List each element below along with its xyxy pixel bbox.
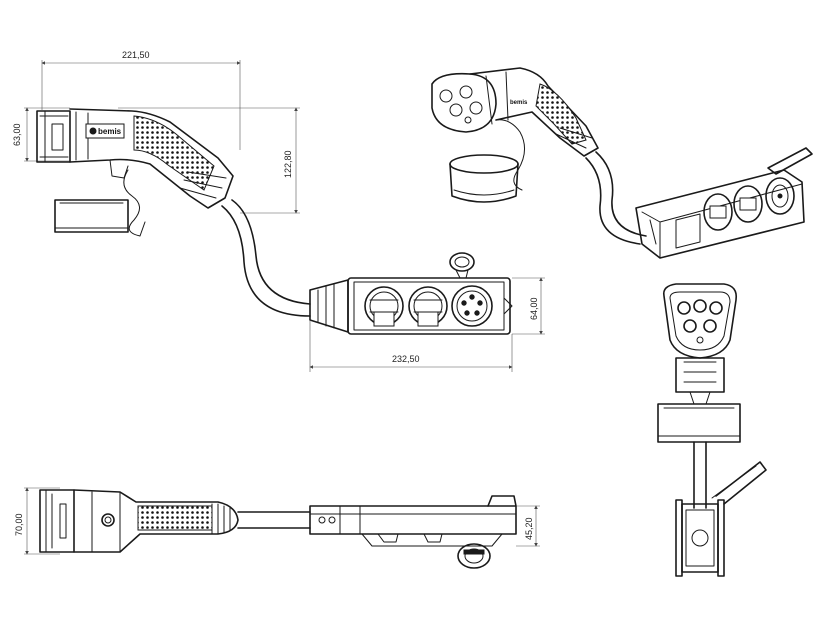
dim-top-height-right: 122,80 [118, 107, 300, 214]
cable-plan-b [221, 205, 311, 317]
dim-top-width: 221,50 [41, 50, 241, 150]
dim-label-top-height-left: 63,00 [12, 123, 22, 146]
isometric-view: bemis [431, 67, 813, 259]
dim-side-height-left: 70,00 [14, 487, 60, 555]
plug-plan: bemis [36, 108, 234, 209]
socket-cap-top [449, 252, 475, 279]
socket-box-front [675, 461, 767, 577]
cap-front [657, 403, 741, 443]
brand-label-plan: bemis [98, 127, 122, 136]
plug-front [662, 283, 738, 405]
cap-plan [54, 199, 129, 233]
dim-label-side-height-left: 70,00 [14, 513, 24, 536]
brand-label-iso: bemis [510, 100, 528, 106]
socket-box-side [309, 495, 517, 569]
plug-iso: bemis [431, 67, 599, 157]
dim-label-top-width: 221,50 [122, 50, 150, 60]
socket-cap-side [457, 543, 491, 569]
dim-label-top-height-right: 122,80 [283, 150, 293, 178]
tether-iso [495, 119, 525, 191]
socket-iso-2 [733, 185, 763, 223]
front-view [657, 283, 767, 577]
socket-iso-3 [765, 177, 795, 215]
socket-2 [408, 286, 448, 327]
plan-view: 221,50 63,00 122,80 bemis [12, 50, 545, 372]
socket-iso-1 [703, 193, 733, 231]
cap-iso [449, 154, 519, 203]
dim-box-width: 232,50 [309, 320, 513, 372]
dim-label-box-height: 64,00 [529, 297, 539, 320]
dim-top-height-left: 63,00 [12, 107, 70, 162]
side-view: 70,00 [14, 487, 540, 569]
socket-1 [364, 286, 404, 327]
cable-front [693, 441, 707, 509]
socket-3-industrial [451, 285, 493, 327]
dim-side-height-right: 45,20 [516, 505, 540, 547]
tether-plan [123, 169, 146, 237]
socket-box-iso [635, 147, 813, 259]
dim-label-box-width: 232,50 [392, 354, 420, 364]
socket-box-plan [309, 252, 513, 335]
cable-iso-b [585, 157, 641, 245]
dim-label-side-height-right: 45,20 [524, 517, 534, 540]
plug-side [39, 489, 239, 553]
cable-iso-a [595, 151, 647, 237]
flip-lid-iso [767, 147, 813, 175]
dim-box-height: 64,00 [512, 277, 545, 335]
flip-lid-front [715, 461, 767, 505]
cable-plan-a [231, 199, 311, 305]
